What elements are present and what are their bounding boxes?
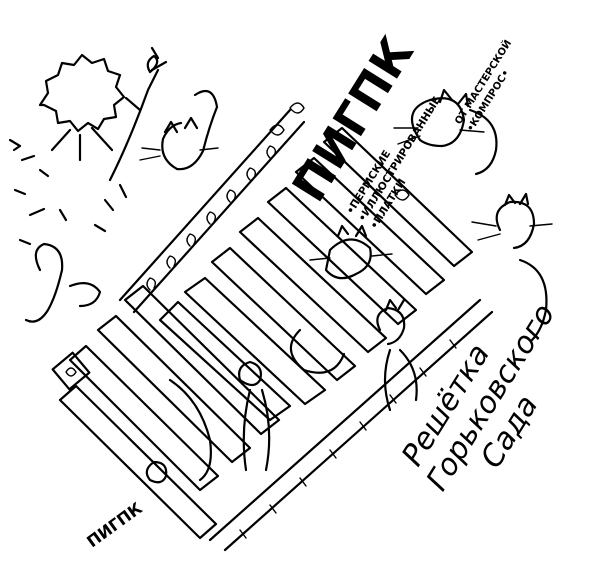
fence-bars: [58, 126, 474, 540]
corner-logo: ПИГПК: [83, 499, 146, 552]
cat-drawing-far-right: [471, 192, 553, 342]
title-block: Решётка Горьковского Сада: [395, 298, 562, 497]
fence-ornament-band: [118, 108, 306, 314]
fence-base-rail: [208, 298, 494, 552]
cat-drawing-top: [139, 89, 219, 171]
cat-drawing-right: [393, 88, 498, 176]
cat-drawing-middle: [289, 224, 393, 374]
credit-block: ОТ МАСТЕРСКОЙ •КОМПРОС•: [452, 37, 515, 134]
branch-icon: [108, 46, 168, 182]
cat-drawing-lower: [145, 360, 271, 484]
cat-drawing-center-low: [376, 298, 418, 412]
ornament-tile: [51, 102, 410, 391]
leaf-marks: [8, 138, 128, 246]
cat-drawing-left: [24, 242, 102, 323]
tree-icon: [38, 53, 126, 162]
